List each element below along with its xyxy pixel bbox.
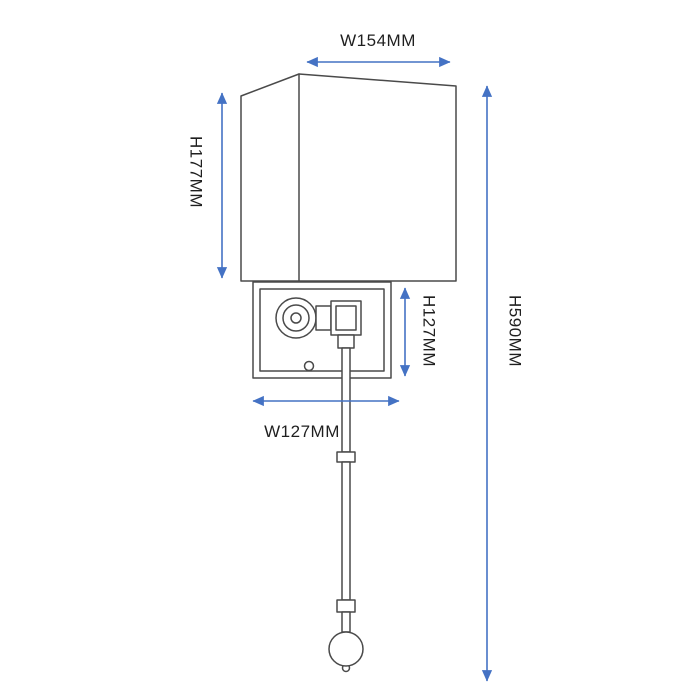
backplate-screw xyxy=(303,360,315,372)
stem-ferrule xyxy=(337,334,355,349)
stem-neck xyxy=(341,611,351,633)
fixture-drawing xyxy=(240,73,457,673)
dimension-annotations: W154MM H177MM H127MM W127MM H590MM xyxy=(187,31,525,682)
joint-arm xyxy=(315,305,332,331)
dim-label-overall-height: H590MM xyxy=(506,295,525,367)
stem-rod-lower xyxy=(341,461,351,601)
shade-outline xyxy=(240,73,457,282)
stem-collar-low xyxy=(336,599,356,613)
stem-rod-upper xyxy=(341,347,351,453)
dim-label-backplate-height: H127MM xyxy=(420,295,439,367)
dim-label-shade-height: H177MM xyxy=(187,136,206,208)
stem-collar-mid xyxy=(336,451,356,463)
joint-hub xyxy=(290,312,302,324)
arm-block-inner xyxy=(335,305,357,331)
dim-label-shade-width: W154MM xyxy=(340,31,416,50)
dim-label-backplate-width: W127MM xyxy=(264,422,340,441)
ball-finial xyxy=(328,631,364,667)
